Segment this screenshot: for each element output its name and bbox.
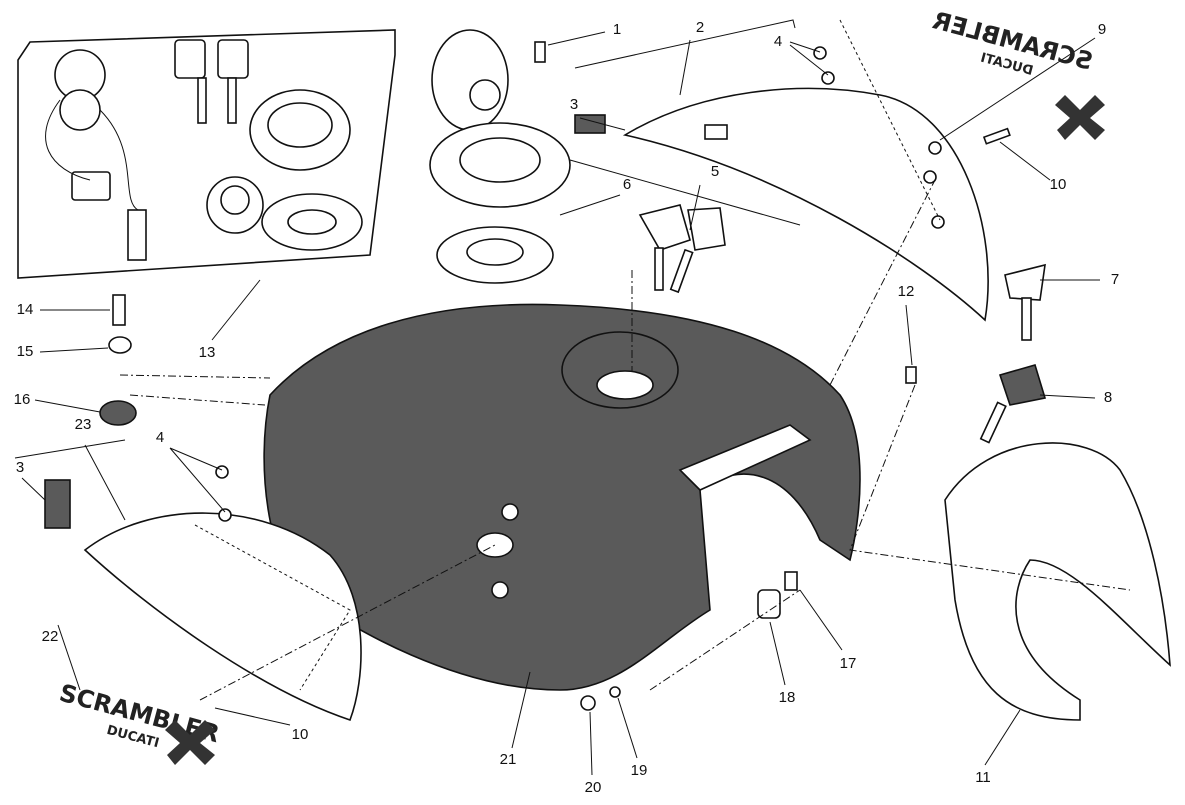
keys-5[interactable] xyxy=(638,204,726,294)
label-1[interactable]: 1 xyxy=(613,21,621,38)
frame-cover[interactable] xyxy=(944,442,1171,721)
label-12[interactable]: 12 xyxy=(898,283,915,300)
label-18[interactable]: 18 xyxy=(779,689,796,706)
label-9[interactable]: 9 xyxy=(1098,21,1106,38)
label-2[interactable]: 2 xyxy=(696,19,704,36)
label-16[interactable]: 16 xyxy=(14,391,31,408)
label-3[interactable]: 3 xyxy=(570,96,578,113)
label-21[interactable]: 21 xyxy=(500,751,517,768)
x-logo-icon-left xyxy=(165,720,215,765)
label-22[interactable]: 22 xyxy=(42,628,59,645)
key-7[interactable] xyxy=(1004,263,1046,341)
side-cover-left[interactable] xyxy=(83,512,362,722)
badge-3 xyxy=(574,114,606,134)
x-logo-icon xyxy=(1055,95,1105,140)
badge-3-left xyxy=(44,479,71,529)
label-7[interactable]: 7 xyxy=(1111,271,1119,288)
label-19[interactable]: 19 xyxy=(631,762,648,779)
label-4-left[interactable]: 4 xyxy=(156,429,164,446)
label-6[interactable]: 6 xyxy=(623,176,631,193)
filler-cap-assembly[interactable] xyxy=(429,29,571,284)
label-15[interactable]: 15 xyxy=(17,343,34,360)
label-17[interactable]: 17 xyxy=(840,655,857,672)
inset-ignition-kit[interactable] xyxy=(17,29,396,279)
label-11[interactable]: 11 xyxy=(975,769,991,786)
label-4[interactable]: 4 xyxy=(774,33,782,50)
label-5[interactable]: 5 xyxy=(711,163,719,180)
scrambler-logo-mirrored: SCRAMBLER DUCATI xyxy=(930,6,1096,79)
label-3-left[interactable]: 3 xyxy=(16,459,24,476)
label-23[interactable]: 23 xyxy=(75,416,92,433)
label-10-left[interactable]: 10 xyxy=(292,726,309,743)
label-10[interactable]: 10 xyxy=(1050,176,1067,193)
key-8[interactable] xyxy=(979,364,1047,444)
label-8[interactable]: 8 xyxy=(1104,389,1112,406)
label-13[interactable]: 13 xyxy=(199,344,216,361)
label-14[interactable]: 14 xyxy=(17,301,34,318)
side-cover-right[interactable] xyxy=(622,87,989,322)
label-20[interactable]: 20 xyxy=(585,779,602,796)
